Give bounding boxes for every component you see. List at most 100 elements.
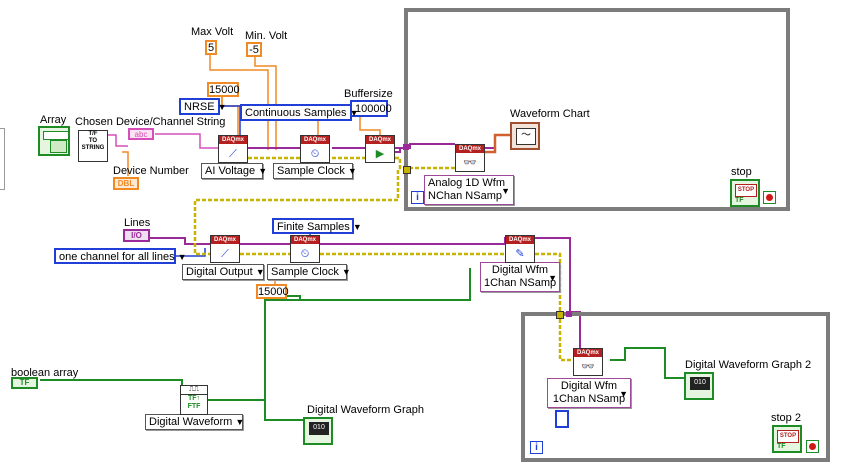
analog-wfm-line1: Analog 1D Wfm [428,177,506,189]
channel-icon: ⟋ [221,248,229,260]
daqmx-read-do: DAQmx 👓 [573,348,603,376]
digital-waveform-text: Digital Waveform [149,416,233,428]
sample-clock-ring-top[interactable]: Sample Clock ▼ [273,163,357,179]
continuous-samples-text: Continuous Samples [245,107,347,119]
sample-clock-ring-bottom[interactable]: Sample Clock ▼ [267,264,351,280]
iteration-terminal-1: i [411,191,424,204]
loop1-tunnel-task [403,144,409,150]
sample-rate-constant-top[interactable]: 15000 [207,82,240,97]
daqmx-header: DAQmx [219,136,247,144]
daqmx-start-ai: DAQmx ▶ [365,135,395,163]
boolean-array-control[interactable]: TF [11,377,38,389]
chart-icon: 〜 [516,128,536,145]
daqmx-header: DAQmx [301,136,329,144]
digital-graph-icon: 010 [690,377,710,390]
digital-wfm-2-line1: Digital Wfm [560,380,618,392]
chevron-down-icon: ▼ [501,186,510,196]
daqmx-header: DAQmx [506,236,534,244]
stop-label: stop [731,166,752,178]
waveform-chart-terminal: 〜 [510,122,540,150]
waveform-chart-label: Waveform Chart [510,108,590,120]
digital-waveform-ring[interactable]: Digital Waveform ▼ [145,414,245,430]
min-volt-constant[interactable]: -5 [246,42,262,57]
array-index-icon [43,131,69,140]
array-control[interactable] [38,126,70,156]
daqmx-write-do: DAQmx ✎ [505,235,535,263]
boolean-array-label: boolean array [11,367,79,379]
nrse-ring[interactable]: NRSE ▼ [179,98,227,115]
one-channel-text: one channel for all lines [59,251,175,263]
read-glasses-icon: 👓 [463,157,477,169]
chevron-down-icon: ▼ [217,102,227,112]
stop-button-terminal[interactable]: STOP TF [730,179,760,207]
array-side-stub [0,128,5,190]
array-element-icon [50,140,67,153]
buffersize-constant[interactable]: 100000 [350,100,392,117]
chevron-down-icon: ▼ [349,108,359,118]
while-loop-1 [404,8,790,211]
device-number-indicator: DBL [113,177,139,190]
digital-wfm-line2: 1Chan NSamp [484,277,557,289]
stop-circle-icon [809,443,816,450]
chevron-down-icon: ▼ [341,267,351,277]
chevron-down-icon: ▼ [235,417,245,427]
stop-2-button-label: STOP [777,430,799,443]
loop1-tunnel-error [403,166,411,174]
daqmx-header: DAQmx [211,236,239,244]
sample-clock-bottom-text: Sample Clock [271,266,339,278]
while-loop-2 [521,312,830,462]
buffersize-label: Buffersize [344,88,393,100]
max-volt-constant[interactable]: 5 [205,40,217,55]
stop-button-label: STOP [735,184,757,197]
digital-wfm-ring-2[interactable]: Digital Wfm 1Chan NSamp ▼ [547,378,631,408]
daqmx-header: DAQmx [366,136,394,144]
digital-waveform-graph-2-terminal: 010 [684,372,714,400]
loop2-tunnel-error [556,311,564,319]
chevron-down-icon: ▼ [255,267,265,277]
chosen-device-label: Chosen Device/Channel String [75,116,226,128]
finite-samples-ring[interactable]: Finite Samples ▼ [272,218,362,234]
bool-array-out-terminal [555,410,569,428]
daqmx-timing-ai: DAQmx ⏲ [300,135,330,163]
write-pencil-icon: ✎ [515,248,525,260]
stop-2-button-terminal[interactable]: STOP TF [772,425,802,453]
min-volt-label: Min. Volt [245,30,288,42]
digital-wfm-ring[interactable]: Digital Wfm 1Chan NSamp ▼ [480,262,560,292]
continuous-samples-ring[interactable]: Continuous Samples ▼ [240,104,359,121]
digital-pulse-icon: ⎍⎍ [181,386,207,395]
array-label: Array [40,114,67,126]
clock-icon: ⏲ [300,248,310,260]
daqmx-read-ai: DAQmx 👓 [455,144,485,172]
iteration-terminal-2: i [530,441,543,454]
chevron-down-icon: ▼ [619,389,628,399]
chevron-down-icon: ▼ [352,222,362,232]
stop-2-label: stop 2 [771,412,801,424]
digital-graph-icon: 010 [309,422,329,435]
digital-output-ring[interactable]: Digital Output ▼ [182,264,265,280]
one-channel-ring[interactable]: one channel for all lines ▼ [54,248,187,264]
device-number-label: Device Number [113,165,189,177]
daqmx-header: DAQmx [456,145,484,153]
chevron-down-icon: ▼ [258,166,268,176]
chevron-down-icon: ▼ [177,252,187,262]
channel-icon: ⟋ [229,148,237,160]
digital-waveform-graph-label: Digital Waveform Graph [307,404,424,416]
read-glasses-icon: 👓 [581,361,595,373]
max-volt-label: Max Volt [191,26,234,38]
sample-clock-text: Sample Clock [277,165,345,177]
ai-voltage-text: AI Voltage [205,165,256,177]
lines-io-control[interactable]: I/O [123,229,150,242]
sample-rate-constant-bottom[interactable]: 15000 [256,284,289,299]
loop-condition-1 [763,191,776,204]
finite-samples-text: Finite Samples [277,221,350,233]
nrse-ring-text: NRSE [184,101,215,113]
daqmx-create-channel-ai: DAQmx ⟋ [218,135,248,163]
daqmx-create-channel-do: DAQmx ⟋ [210,235,240,263]
build-digital-waveform-function: ⎍⎍ TF↑FTF [180,385,208,415]
analog-wfm-ring[interactable]: Analog 1D Wfm NChan NSamp ▼ [424,175,514,205]
ai-voltage-ring[interactable]: AI Voltage ▼ [201,163,267,179]
daqmx-header: DAQmx [574,349,602,357]
chevron-down-icon: ▼ [347,166,357,176]
digital-output-text: Digital Output [186,266,253,278]
daqmx-timing-do: DAQmx ⏲ [290,235,320,263]
